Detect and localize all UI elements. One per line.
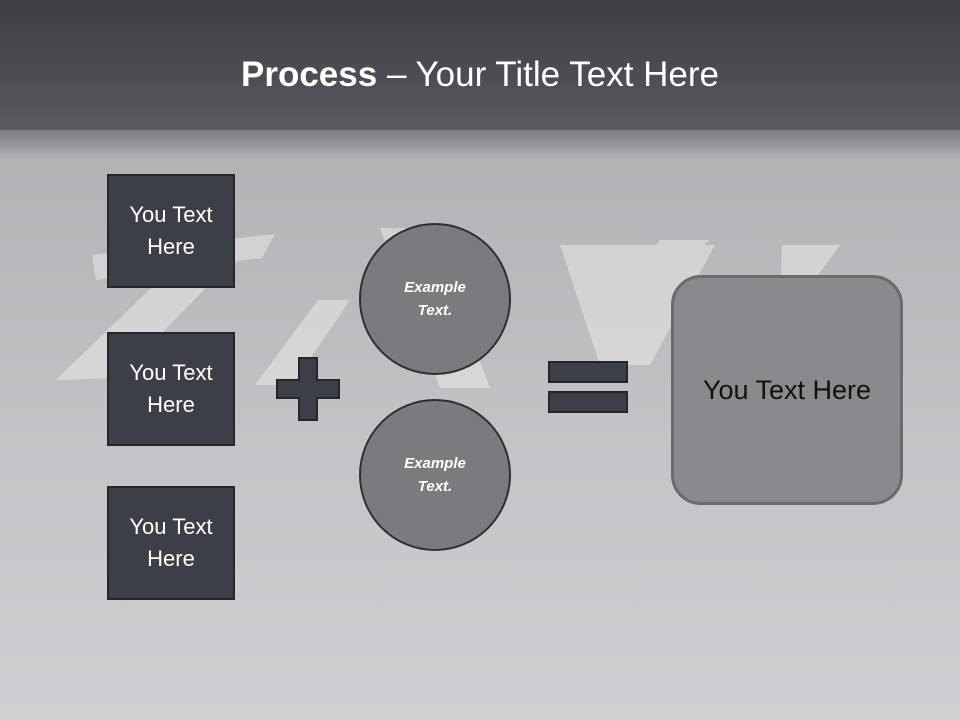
title-bar-shadow [0,130,960,160]
result-box[interactable]: You Text Here [671,275,903,505]
example-circle-label: Example Text. [404,455,466,495]
input-box-label: You Text Here [129,514,213,571]
equals-icon [548,361,628,413]
title-bar [0,0,960,130]
input-box-1[interactable]: You Text Here [107,174,235,288]
result-box-label: You Text Here [702,375,872,405]
plus-icon [276,357,340,421]
input-box-label: You Text Here [129,202,213,259]
title-bold-part: Process [241,55,378,94]
title-rest-part: – Your Title Text Here [377,55,719,94]
input-box-label: You Text Here [129,360,213,417]
input-box-3[interactable]: You Text Here [107,486,235,600]
input-box-2[interactable]: You Text Here [107,332,235,446]
example-circle-2[interactable]: Example Text. [359,399,511,551]
slide-title: Process – Your Title Text Here [0,52,960,98]
example-circle-label: Example Text. [404,279,466,319]
example-circle-1[interactable]: Example Text. [359,223,511,375]
